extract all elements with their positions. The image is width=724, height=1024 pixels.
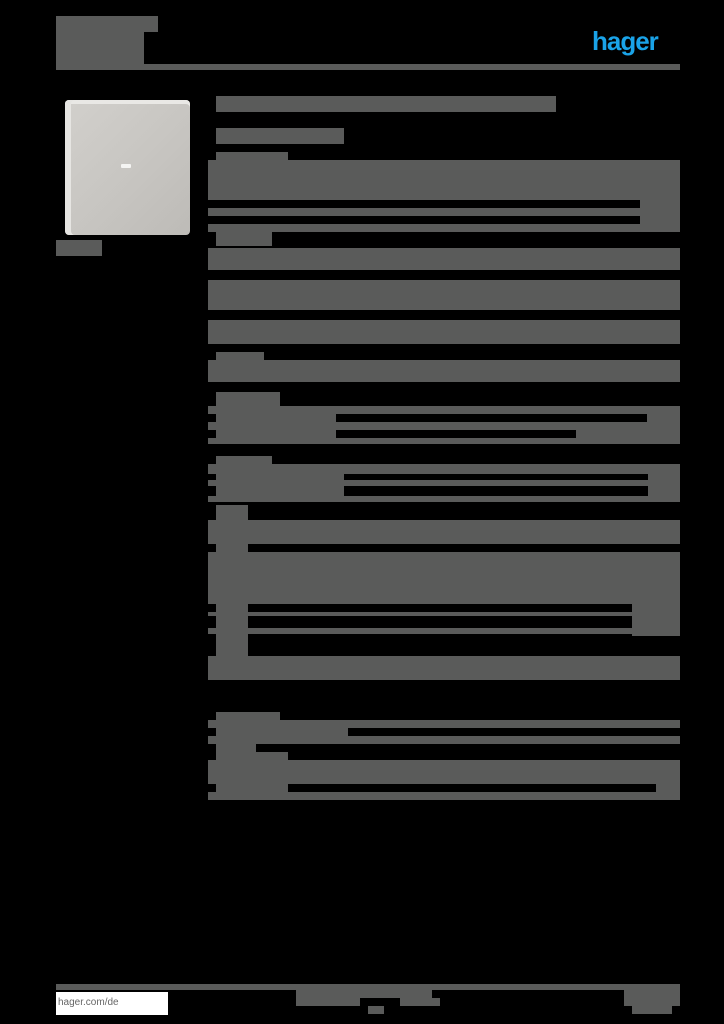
section-8-side [656,784,680,800]
footer-website-link[interactable]: hager.com/de [58,997,119,1008]
product-heading-redacted [216,96,556,112]
section-4-row [208,406,680,414]
section-6-row [208,552,680,604]
section-8-row [208,792,680,800]
section-1-row [208,160,680,200]
document-title-redacted-2 [56,26,158,32]
product-subheading-redacted [216,128,344,144]
document-title-redacted [56,16,158,26]
section-4-row [208,422,680,430]
section-6-row [208,628,680,634]
section-7-row [208,720,680,728]
section-1-side [640,200,680,232]
section-2-row [208,280,680,310]
footer-info-redacted-2 [296,998,360,1006]
section-8-label [216,744,256,752]
header-rule [56,64,680,70]
section-2-label [216,232,272,246]
section-3-row [208,360,680,382]
section-7-label-col [216,720,348,736]
image-caption-redacted [56,240,102,256]
section-5-row [208,496,680,502]
section-7-row [208,736,680,744]
section-2-row [208,320,680,344]
footer-website-box[interactable]: hager.com/de [56,992,168,1015]
section-4-row [208,438,680,444]
document-subtitle-redacted [56,32,144,64]
section-1-row [208,224,680,232]
section-1-row [208,208,640,216]
section-8-row [208,760,680,784]
footer-info-redacted-3 [400,998,440,1006]
section-5-side [648,464,680,500]
product-image [65,100,190,235]
footer-info-redacted [296,990,432,998]
section-6-row [208,656,680,680]
section-5-row [208,480,680,486]
section-1-label [216,152,288,162]
section-6-row [208,520,680,544]
section-2-row [208,248,680,270]
section-6-row [208,612,680,616]
page-number-redacted-2 [632,1006,672,1014]
footer-rule [56,984,680,990]
section-3-label [216,352,264,362]
section-6-side [632,604,680,636]
footer-info-redacted-4 [368,1006,384,1014]
page-number-redacted [624,990,680,1006]
section-5-row [208,464,680,474]
product-led-icon [121,164,131,168]
section-4-label [216,392,280,406]
section-4-value [576,426,680,438]
hager-logo: hager [592,26,659,56]
section-7-label [216,712,280,722]
